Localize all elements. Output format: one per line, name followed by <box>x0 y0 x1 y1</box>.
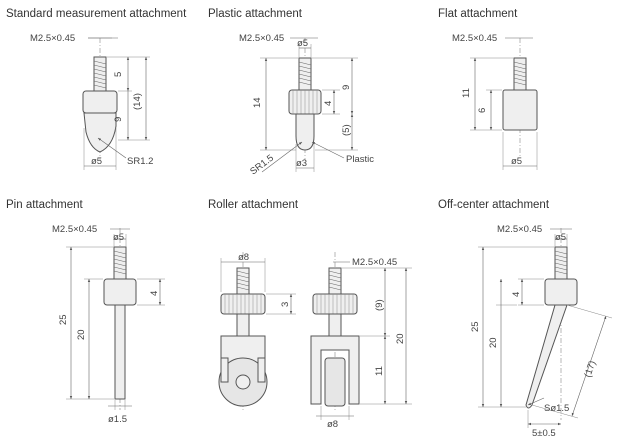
pin-dim-4: 4 <box>149 291 160 296</box>
plastic-dim-9: 9 <box>341 85 352 90</box>
roller-dim-d8-top: ø8 <box>238 252 249 263</box>
pin-dim-d5: ø5 <box>113 232 124 243</box>
offcenter-bent-arm <box>525 304 568 409</box>
standard-dim-d5: ø5 <box>91 156 102 167</box>
flat-dim-11: 11 <box>461 88 472 98</box>
roller-side-wheel <box>324 357 346 407</box>
flat-thread-stud <box>513 57 527 91</box>
plastic-attachment: M2.5×0.45 ø5 14 9 4 (5) SR1.5 ø3 <box>239 33 374 177</box>
plastic-dim-5: (5) <box>341 124 352 136</box>
standard-dim-5: 5 <box>113 72 124 77</box>
roller-side-knurled <box>312 293 358 315</box>
title-plastic: Plastic attachment <box>208 8 302 20</box>
plastic-thread-stud <box>298 57 312 91</box>
pin-attachment: M2.5×0.45 ø5 4 25 20 ø1.5 <box>52 224 165 425</box>
roller-dim-3: 3 <box>280 302 291 307</box>
standard-knurled-body <box>82 90 118 114</box>
title-flat: Flat attachment <box>438 8 518 20</box>
flat-body <box>502 89 538 131</box>
plastic-material-label: Plastic <box>346 154 374 165</box>
pin-thread-label: M2.5×0.45 <box>52 224 97 235</box>
roller-dim-20: 20 <box>395 333 406 344</box>
offcenter-dim-17: (17) <box>582 359 598 379</box>
title-standard: Standard measurement attachment <box>6 8 187 20</box>
roller-side-neck <box>328 313 342 337</box>
roller-thread-label: M2.5×0.45 <box>352 257 397 268</box>
plastic-thread-label: M2.5×0.45 <box>239 33 284 44</box>
standard-dim-14: (14) <box>132 93 143 110</box>
plastic-dim-d3: ø3 <box>296 158 307 169</box>
roller-attachment-side: M2.5×0.45 (9) 20 11 ø8 <box>310 252 412 430</box>
roller-side-fork <box>310 335 360 405</box>
standard-dim-9: 9 <box>113 117 124 122</box>
roller-front-axle <box>235 374 251 390</box>
flat-attachment: M2.5×0.45 11 6 ø5 <box>452 33 538 170</box>
plastic-dim-14: 14 <box>252 97 263 108</box>
standard-tip <box>83 112 117 153</box>
standard-attachment: M2.5×0.45 5 (14) 9 ø5 SR1.2 <box>30 33 153 170</box>
roller-front-thread <box>236 267 250 295</box>
title-roller: Roller attachment <box>208 199 299 211</box>
roller-front-knurled <box>220 293 266 315</box>
standard-thread-label: M2.5×0.45 <box>30 33 75 44</box>
offcenter-body <box>544 278 578 306</box>
offcenter-attachment: M2.5×0.45 ø5 25 20 4 (17) Sø1.5 5±0. <box>470 224 613 439</box>
roller-attachment-front: ø8 3 <box>218 252 296 410</box>
roller-front-fork-right <box>257 357 266 383</box>
pin-shaft <box>114 304 126 400</box>
offcenter-dim-4: 4 <box>511 292 522 297</box>
title-pin: Pin attachment <box>6 199 83 211</box>
roller-dim-9: (9) <box>374 299 385 311</box>
roller-dim-d8-bottom: ø8 <box>327 419 338 430</box>
flat-thread-label: M2.5×0.45 <box>452 33 497 44</box>
pin-dim-20: 20 <box>76 329 87 340</box>
flat-dim-6: 6 <box>477 108 488 113</box>
roller-dim-11: 11 <box>374 366 385 376</box>
offcenter-dim-20: 20 <box>488 337 499 348</box>
plastic-dim-4: 4 <box>323 101 334 106</box>
offcenter-dim-offset: 5±0.5 <box>532 428 556 439</box>
offcenter-dim-d5: ø5 <box>555 232 566 243</box>
flat-dim-d5: ø5 <box>511 156 522 167</box>
plastic-tip <box>295 113 315 151</box>
title-offcenter: Off-center attachment <box>438 199 550 211</box>
standard-dim-sr: SR1.2 <box>127 156 153 167</box>
offcenter-thread-stud <box>554 246 568 280</box>
pin-thread-stud <box>113 246 127 280</box>
plastic-dim-d5: ø5 <box>297 38 308 49</box>
offcenter-thread-label: M2.5×0.45 <box>497 224 542 235</box>
pin-body <box>103 278 137 306</box>
roller-side-thread <box>328 267 342 295</box>
offcenter-dim-sd: Sø1.5 <box>544 403 569 414</box>
pin-dim-25: 25 <box>58 314 69 325</box>
pin-dim-d15: ø1.5 <box>108 414 127 425</box>
roller-front-neck <box>236 313 250 337</box>
roller-front-fork-left <box>220 357 229 383</box>
standard-thread-stud <box>93 56 107 92</box>
offcenter-dim-25: 25 <box>470 321 481 332</box>
